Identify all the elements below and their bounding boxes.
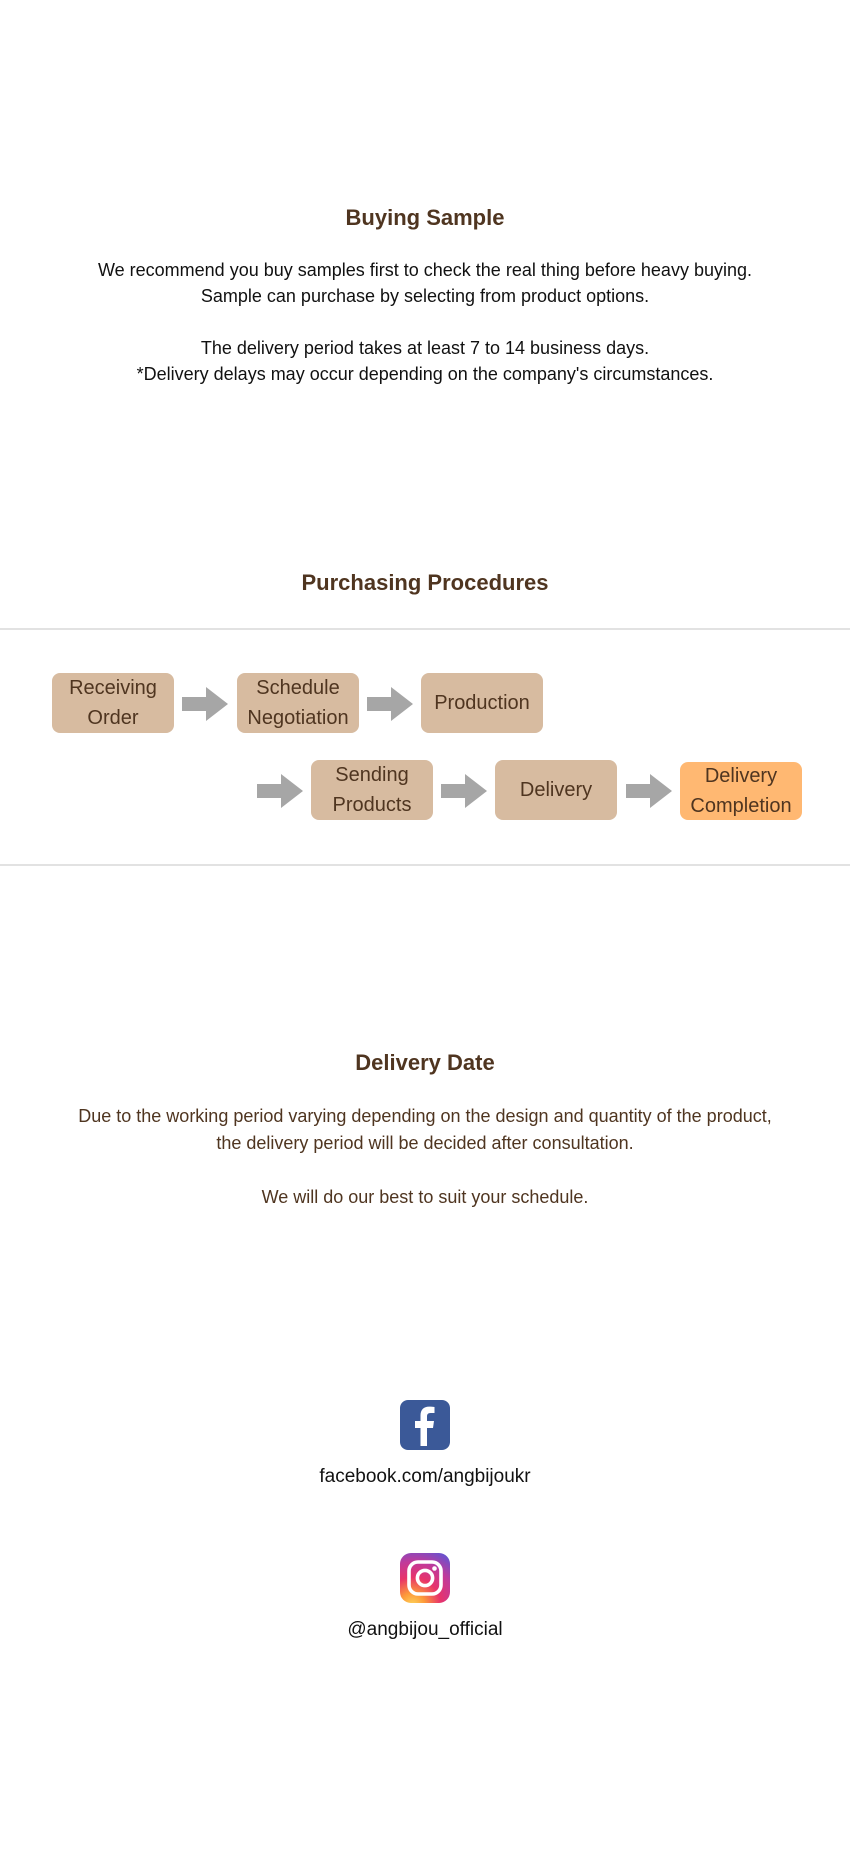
- buying-sample-text-1: We recommend you buy samples first to ch…: [97, 260, 752, 280]
- step-label-line1: Schedule: [256, 677, 340, 699]
- buying-sample-text-2: Sample can purchase by selecting from pr…: [200, 286, 650, 306]
- step-label-line1: Sending: [335, 764, 409, 786]
- step-label-line1: Receiving: [69, 677, 157, 699]
- step-label-line2: Order: [87, 707, 139, 729]
- step-label-line1: Delivery: [519, 779, 593, 801]
- arrow-right-icon: [182, 687, 228, 721]
- arrow-right-icon: [626, 774, 672, 808]
- facebook-icon: [400, 1400, 450, 1450]
- buying-sample-text-4: *Delivery delays may occur depending on …: [136, 364, 714, 384]
- facebook-link[interactable]: [400, 1400, 450, 1450]
- facebook-handle[interactable]: facebook.com/angbijoukr: [319, 1466, 531, 1487]
- buying-sample-text-3: The delivery period takes at least 7 to …: [200, 338, 650, 358]
- step-label-line2: Completion: [690, 795, 792, 817]
- instagram-link[interactable]: [400, 1553, 450, 1603]
- delivery-date-title: Delivery Date: [355, 1050, 495, 1075]
- step-production: Production: [421, 673, 543, 733]
- buying-sample-title: Buying Sample: [345, 205, 505, 230]
- divider-bottom: [0, 864, 850, 866]
- arrow-right-icon: [441, 774, 487, 808]
- step-delivery: Delivery: [495, 760, 617, 820]
- step-label-line2: Products: [332, 794, 412, 816]
- delivery-date-text-2: the delivery period will be decided afte…: [216, 1133, 634, 1153]
- instagram-icon: [400, 1553, 450, 1603]
- delivery-date-text-1: Due to the working period varying depend…: [78, 1106, 772, 1126]
- purchasing-procedures-title: Purchasing Procedures: [301, 570, 549, 595]
- delivery-date-text-3: We will do our best to suit your schedul…: [261, 1187, 589, 1207]
- instagram-handle[interactable]: @angbijou_official: [347, 1619, 503, 1640]
- step-label-line2: Negotiation: [247, 707, 349, 729]
- divider-top: [0, 628, 850, 630]
- step-label-line1: Production: [434, 692, 530, 714]
- arrow-right-icon: [257, 774, 303, 808]
- arrow-right-icon: [367, 687, 413, 721]
- step-label-line1: Delivery: [704, 765, 778, 787]
